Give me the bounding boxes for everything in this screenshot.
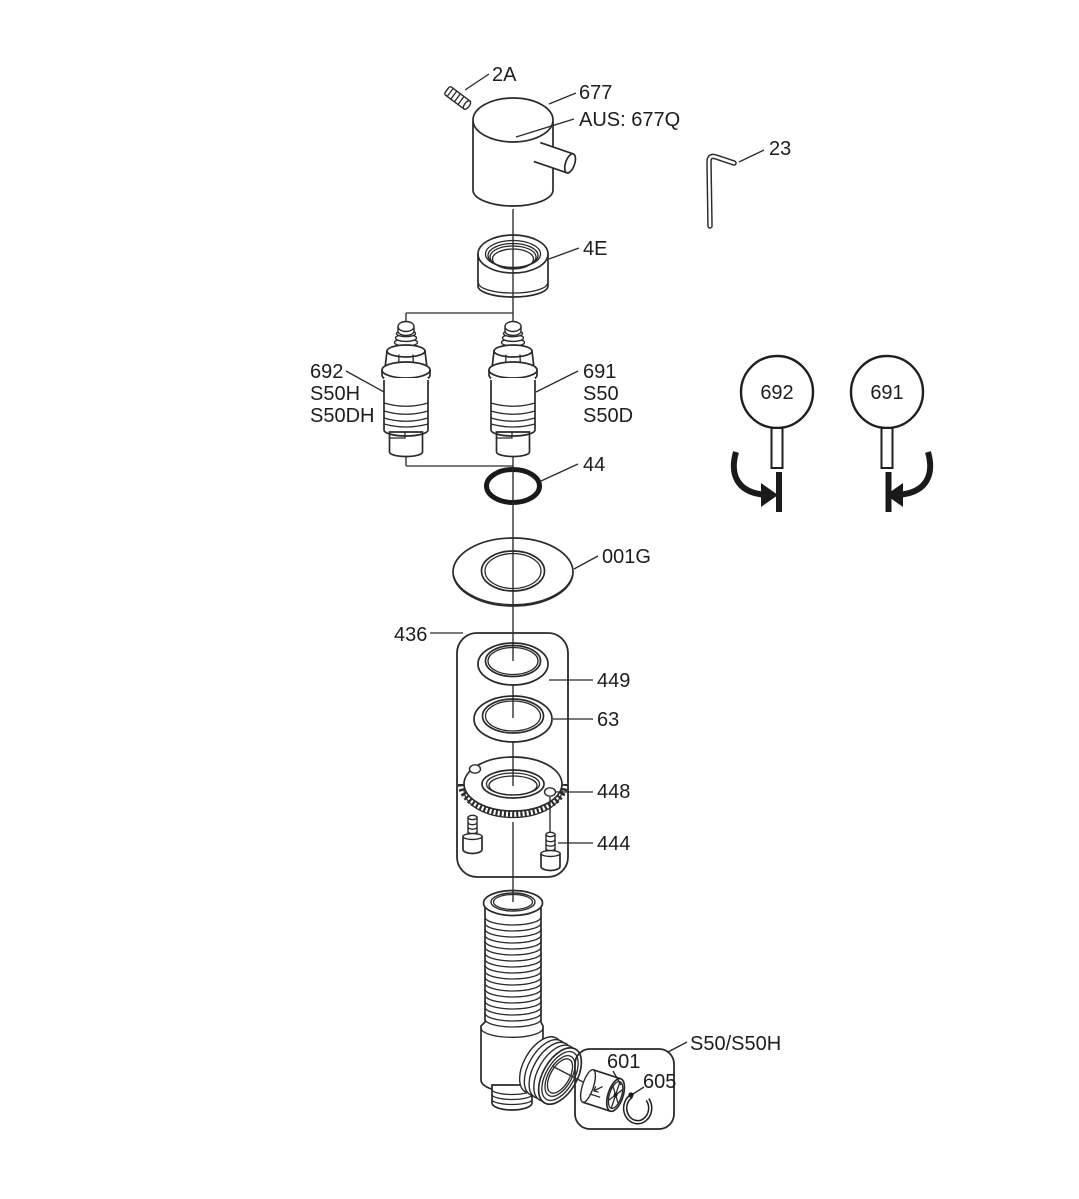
leader-cartridge-hot xyxy=(345,370,385,393)
hex-key-part xyxy=(706,153,737,229)
leader-sub-kit xyxy=(667,1041,688,1053)
label-handle-aus: AUS: 677Q xyxy=(579,109,680,131)
knob-hot-arrow xyxy=(730,451,763,498)
label-o-ring: 44 xyxy=(583,454,605,476)
leader-handle xyxy=(548,92,577,105)
knob-close-cold: 691 xyxy=(849,354,934,512)
label-cartridge-cold-model1: S50 xyxy=(583,383,619,405)
label-seal-kit: 436 xyxy=(394,624,427,646)
label-handle: 677 xyxy=(579,82,612,104)
leader-handle-aus xyxy=(515,118,575,138)
label-cartridge-hot-model1: S50H xyxy=(310,383,360,405)
label-knob-cold: 691 xyxy=(870,382,903,404)
leader-hex-key xyxy=(738,149,765,163)
leader-shroud xyxy=(548,247,580,260)
label-check-valve: 601 xyxy=(607,1051,640,1073)
label-seal-449: 449 xyxy=(597,670,630,692)
leader-o-ring xyxy=(540,463,579,482)
label-seal-63: 63 xyxy=(597,709,619,731)
label-cartridge-hot-model2: S50DH xyxy=(310,405,374,427)
circlip-part xyxy=(622,1092,653,1125)
leader-circlip xyxy=(632,1086,645,1095)
label-knob-hot: 692 xyxy=(760,382,793,404)
label-shroud: 4E xyxy=(583,238,607,260)
leader-outlet-to-check-valve xyxy=(551,1065,586,1084)
knob-close-hot: 692 xyxy=(730,354,815,512)
label-set-screw: 2A xyxy=(492,64,517,86)
leader-cartridge-cold xyxy=(535,370,579,393)
label-cartridge-hot-num: 692 xyxy=(310,361,343,383)
label-cartridge-cold-model2: S50D xyxy=(583,405,633,427)
leader-check-valve xyxy=(612,1070,622,1086)
knob-hot-bar xyxy=(776,472,782,512)
handle-part xyxy=(472,97,577,207)
set-screw-part xyxy=(444,86,472,111)
knob-cold-arrow xyxy=(901,451,934,498)
assembly-center-lines xyxy=(405,209,551,902)
label-cartridge-cold-num: 691 xyxy=(583,361,616,383)
check-valve-part xyxy=(579,1069,626,1113)
label-escutcheon: 001G xyxy=(602,546,651,568)
leader-set-screw xyxy=(464,73,490,91)
label-hex-key: 23 xyxy=(769,138,791,160)
sub-kit-box xyxy=(574,1048,675,1130)
label-sub-kit: S50/S50H xyxy=(690,1033,781,1055)
label-circlip: 605 xyxy=(643,1071,676,1093)
label-lock-ring: 448 xyxy=(597,781,630,803)
label-screws: 444 xyxy=(597,833,630,855)
valve-body-part xyxy=(480,889,583,1111)
leader-escutcheon xyxy=(573,555,599,570)
side-outlet xyxy=(518,1036,583,1106)
knob-cold-bar xyxy=(885,472,892,512)
